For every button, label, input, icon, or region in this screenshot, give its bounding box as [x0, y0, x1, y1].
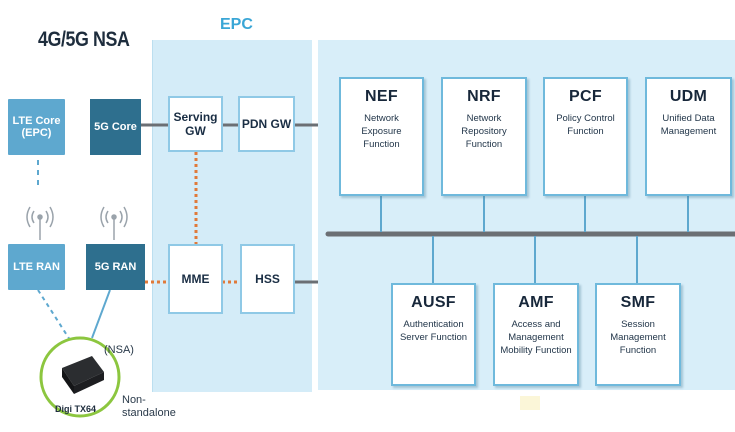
serving-gw-label: Serving GW [173, 110, 218, 138]
amf-function-box: AMF Access and Management Mobility Funct… [493, 283, 579, 386]
5g-ran-box: 5G RAN [86, 244, 145, 290]
decorative-mark [520, 396, 540, 410]
mme-label: MME [181, 272, 210, 286]
nef-function-box: NEF Network Exposure Function [339, 77, 424, 196]
smf-name: SMF [620, 294, 656, 311]
5g-core-label: 5G Core [94, 121, 137, 133]
nrf-description: Network Repository Function [461, 113, 507, 150]
lte-core-label: LTE Core (EPC) [12, 115, 61, 139]
smf-description: Session Management Function [610, 319, 666, 356]
nef-name: NEF [365, 88, 398, 105]
hss-label: HSS [255, 272, 280, 286]
page-title: 4G/5G NSA [38, 28, 130, 51]
nef-description: Network Exposure Function [361, 113, 402, 150]
nrf-function-box: NRF Network Repository Function [441, 77, 527, 196]
5g-ran-label: 5G RAN [94, 261, 137, 273]
udm-function-box: UDM Unified Data Management [645, 77, 732, 196]
device-name: Digi TX64 [55, 404, 97, 414]
mme-box: MME [168, 244, 223, 314]
hss-box: HSS [240, 244, 295, 314]
5g-core-box: 5G Core [90, 99, 141, 155]
device-mode-full: Non-standalone [122, 394, 176, 419]
nrf-name: NRF [467, 88, 501, 105]
lte-core-box: LTE Core (EPC) [8, 99, 65, 155]
lte-antenna-icon [26, 206, 54, 240]
router-device-icon [39, 336, 121, 418]
device-mode-abbr: (NSA) [104, 344, 134, 356]
amf-description: Access and Management Mobility Function [500, 319, 572, 356]
serving-gw-box: Serving GW [168, 96, 223, 152]
pcf-description: Policy Control Function [556, 113, 615, 137]
ausf-function-box: AUSF Authentication Server Function [391, 283, 476, 386]
udm-description: Unified Data Management [660, 113, 717, 137]
amf-name: AMF [518, 294, 554, 311]
pdn-gw-box: PDN GW [238, 96, 295, 152]
lte-ran-box: LTE RAN [8, 244, 65, 290]
pcf-function-box: PCF Policy Control Function [543, 77, 628, 196]
smf-function-box: SMF Session Management Function [595, 283, 681, 386]
pcf-name: PCF [569, 88, 602, 105]
ausf-name: AUSF [411, 294, 456, 311]
5g-antenna-icon [100, 206, 128, 240]
ausf-description: Authentication Server Function [399, 319, 468, 343]
epc-label: EPC [220, 16, 253, 33]
pdn-gw-label: PDN GW [241, 117, 292, 131]
lte-ran-label: LTE RAN [13, 261, 60, 273]
udm-name: UDM [669, 88, 708, 105]
